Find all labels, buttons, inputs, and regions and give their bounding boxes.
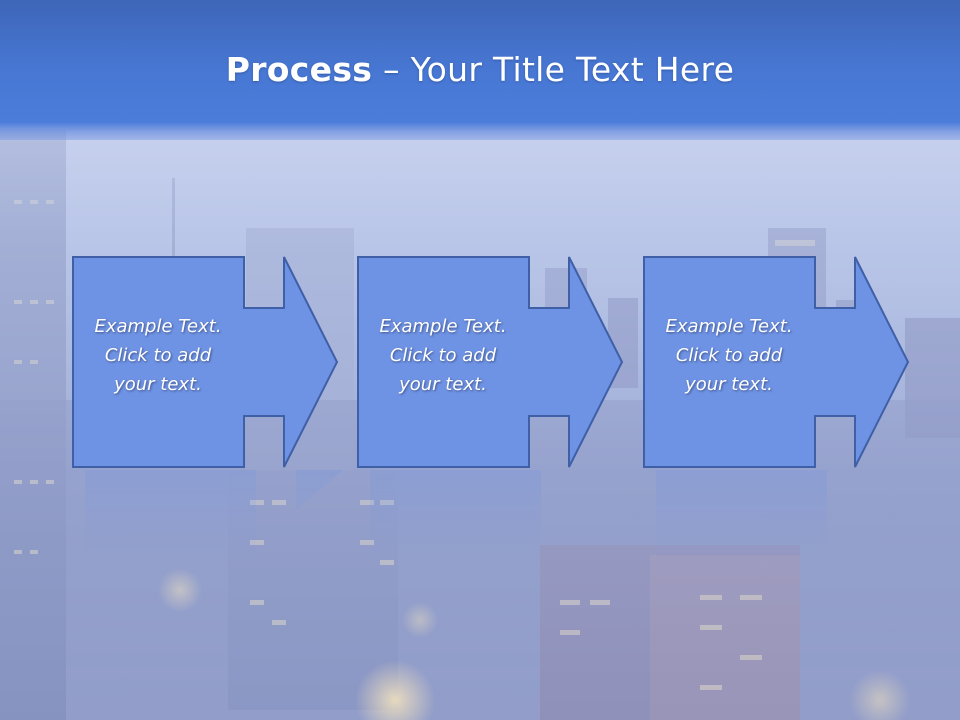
step-text-line: your text. [399, 374, 487, 395]
step-text-line: Example Text. [379, 316, 507, 337]
arrow-reflection [85, 470, 344, 560]
process-step-1[interactable]: Example Text. Click to add your text. [72, 256, 362, 468]
step-text-line: Example Text. [94, 316, 222, 337]
process-step-2[interactable]: Example Text. Click to add your text. [357, 256, 647, 468]
step-text-line: Click to add [389, 345, 497, 366]
arrow-reflection [656, 470, 827, 560]
right-arrow-icon [72, 256, 339, 468]
step-text-line: Click to add [104, 345, 212, 366]
process-step-3[interactable]: Example Text. Click to add your text. [643, 256, 933, 468]
step-text: Example Text. Click to add your text. [643, 312, 815, 399]
step-text: Example Text. Click to add your text. [72, 312, 244, 399]
slide-title[interactable]: Process – Your Title Text Here [0, 50, 960, 89]
title-bar [0, 0, 960, 140]
arrow-reflection [370, 470, 541, 560]
title-bold: Process [225, 50, 373, 89]
step-text-line: your text. [114, 374, 202, 395]
right-arrow-icon [643, 256, 910, 468]
step-text-line: Example Text. [665, 316, 793, 337]
title-rest: – Your Title Text Here [372, 50, 735, 89]
right-arrow-icon [357, 256, 624, 468]
step-text: Example Text. Click to add your text. [357, 312, 529, 399]
step-text-line: your text. [685, 374, 773, 395]
step-text-line: Click to add [675, 345, 783, 366]
